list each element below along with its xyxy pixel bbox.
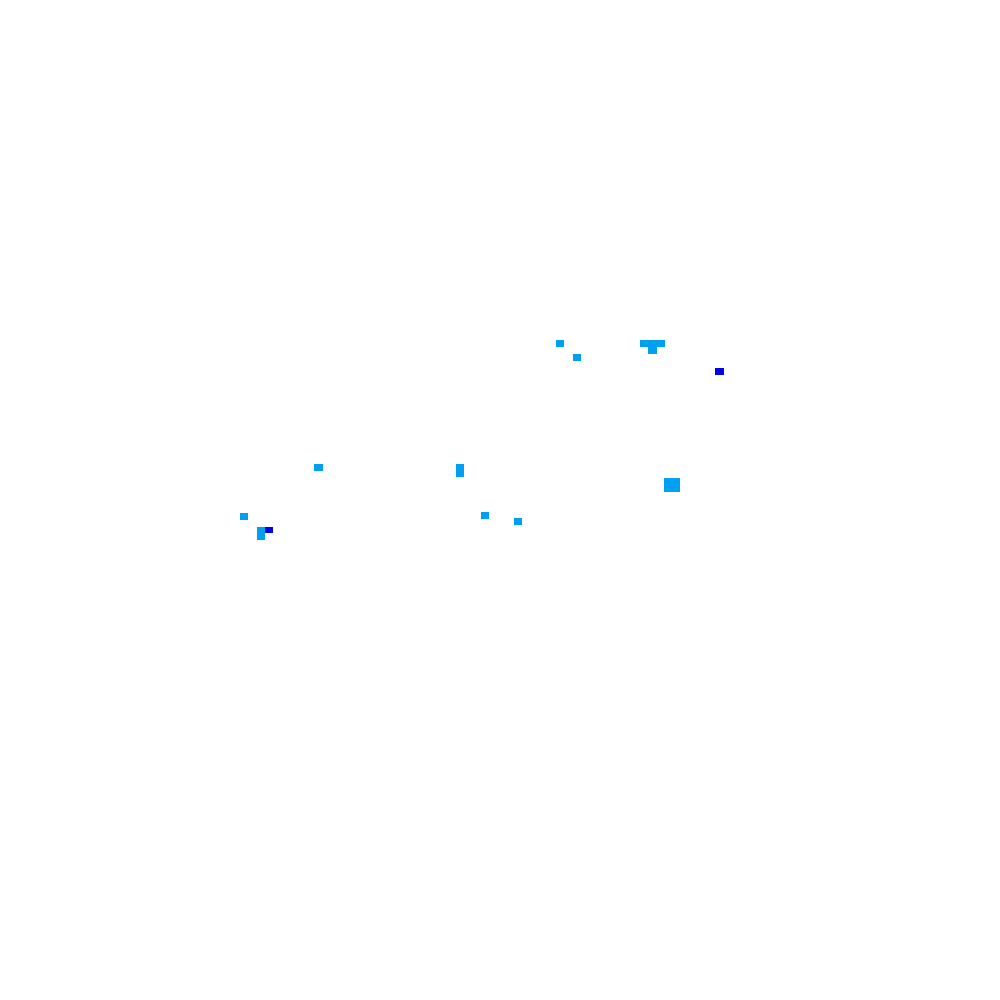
map-cell-k [514, 518, 522, 525]
map-cells [240, 340, 724, 540]
map-cell-l [257, 527, 265, 540]
map-cell-i [240, 513, 248, 520]
map-cell-d [648, 347, 657, 354]
map-cell-c [640, 340, 665, 347]
map-cell-g [456, 464, 464, 477]
map-cell-e [715, 368, 724, 375]
map-cell-a [556, 340, 564, 347]
map-cell-b [573, 354, 581, 361]
map-cell-j [481, 512, 489, 519]
map-cell-m [265, 527, 273, 533]
map-cell-f [314, 464, 323, 471]
map-cell-h [664, 478, 680, 492]
